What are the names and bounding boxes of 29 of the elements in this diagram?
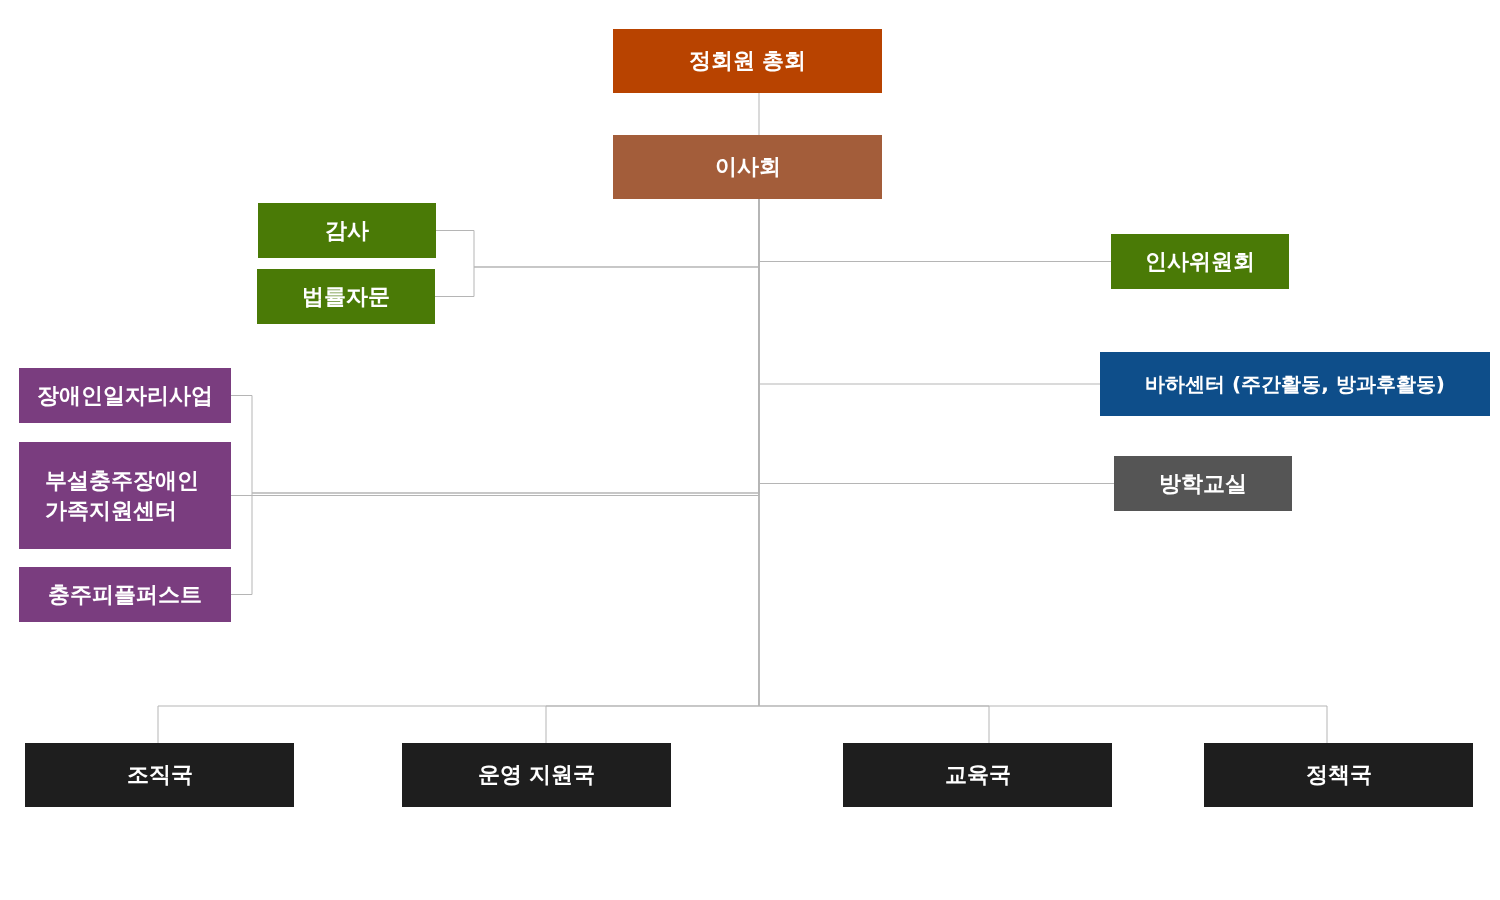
org-unit-box	[1114, 456, 1292, 511]
org-unit-box	[402, 743, 671, 807]
unit-label: 법률자문	[302, 282, 390, 311]
connector-line	[758, 92, 760, 136]
org-unit-box	[257, 269, 435, 324]
unit-label: 바하센터 (주간활동, 방과후활동)	[1145, 370, 1445, 398]
unit-label: 조직국	[126, 761, 193, 790]
unit-label: 방학교실	[1159, 469, 1247, 498]
org-unit-box	[1111, 234, 1289, 289]
unit-label: 장애인일자리사업	[37, 381, 213, 410]
unit-label: 인사위원회	[1145, 247, 1255, 276]
unit-label: 부설충주장애인 가족지원센터	[45, 466, 200, 525]
org-unit-box	[1100, 352, 1490, 416]
unit-label: 교육국	[944, 761, 1011, 790]
org-unit-box	[1204, 743, 1473, 807]
org-unit-box	[19, 567, 231, 622]
unit-label: 정회원 총회	[688, 47, 807, 76]
unit-label: 이사회	[714, 153, 781, 182]
unit-label: 정책국	[1305, 761, 1372, 790]
org-unit-box	[613, 29, 882, 93]
unit-label: 충주피플퍼스트	[48, 580, 202, 609]
org-unit-box	[843, 743, 1112, 807]
unit-label: 감사	[325, 216, 369, 245]
org-unit-box	[19, 442, 231, 549]
unit-label: 운영 지원국	[477, 761, 596, 790]
org-unit-box	[613, 135, 882, 199]
org-unit-box	[258, 203, 436, 258]
org-unit-box	[25, 743, 294, 807]
org-unit-box	[19, 368, 231, 423]
